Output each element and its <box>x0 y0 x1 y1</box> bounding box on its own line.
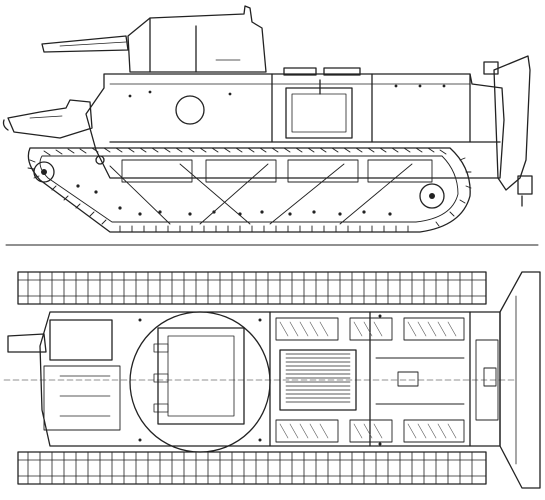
plan-tail-skid <box>499 271 541 489</box>
plan-view <box>3 271 541 489</box>
roof-box <box>483 61 499 75</box>
roof-vent-2 <box>323 67 361 76</box>
engine-grilles <box>275 317 465 443</box>
turret <box>41 5 267 73</box>
bow-gun <box>2 99 93 139</box>
hull-porthole <box>175 95 205 125</box>
rear-running-gear <box>375 339 499 421</box>
turret-gun <box>41 35 129 53</box>
plan-turret-ring <box>129 311 271 453</box>
plan-bow-gun <box>7 319 121 431</box>
side-elevation-view <box>2 5 533 233</box>
side-track <box>27 147 472 233</box>
track-links <box>27 147 472 233</box>
suspension-panels <box>109 159 433 225</box>
hull-body <box>85 61 505 179</box>
plan-track-upper <box>17 271 487 305</box>
hull-rivets <box>128 84 446 98</box>
rear-sprocket-wheel <box>419 183 445 209</box>
plan-rivets <box>138 314 382 446</box>
plan-track-lower <box>17 451 487 485</box>
tail-skid <box>493 55 533 207</box>
road-wheel-bolts <box>76 184 392 216</box>
roof-vent-1 <box>283 67 317 76</box>
radiator-block <box>279 349 357 411</box>
front-idler-wheel <box>33 161 55 183</box>
side-door <box>285 79 353 139</box>
